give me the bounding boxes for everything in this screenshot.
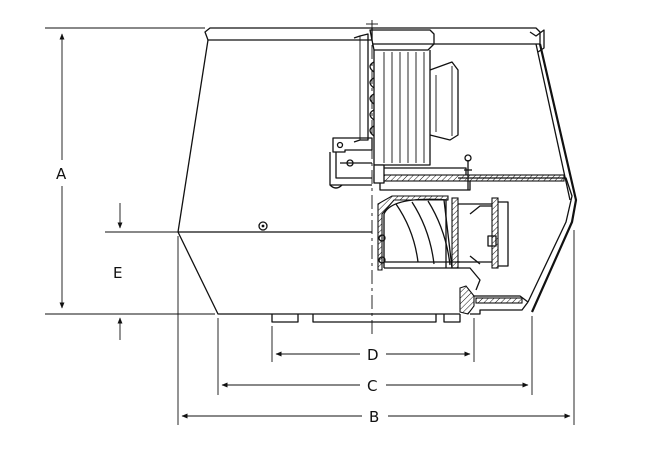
dimension-label-d: D	[367, 346, 379, 364]
dimension-label-a: A	[56, 165, 67, 183]
impeller-section	[377, 195, 509, 291]
inlet-ring	[372, 285, 529, 323]
dimension-lines	[45, 27, 575, 425]
motor-mount-plate	[373, 154, 565, 191]
dimension-label-b: B	[369, 408, 379, 426]
motor-terminal-box	[429, 61, 459, 141]
housing-section-right	[372, 27, 578, 313]
motor-fins	[353, 29, 435, 166]
dimension-label-c: C	[367, 377, 377, 395]
housing-exterior-left	[177, 27, 373, 323]
motor-bracket	[329, 137, 373, 189]
dimension-label-e: E	[113, 264, 122, 282]
